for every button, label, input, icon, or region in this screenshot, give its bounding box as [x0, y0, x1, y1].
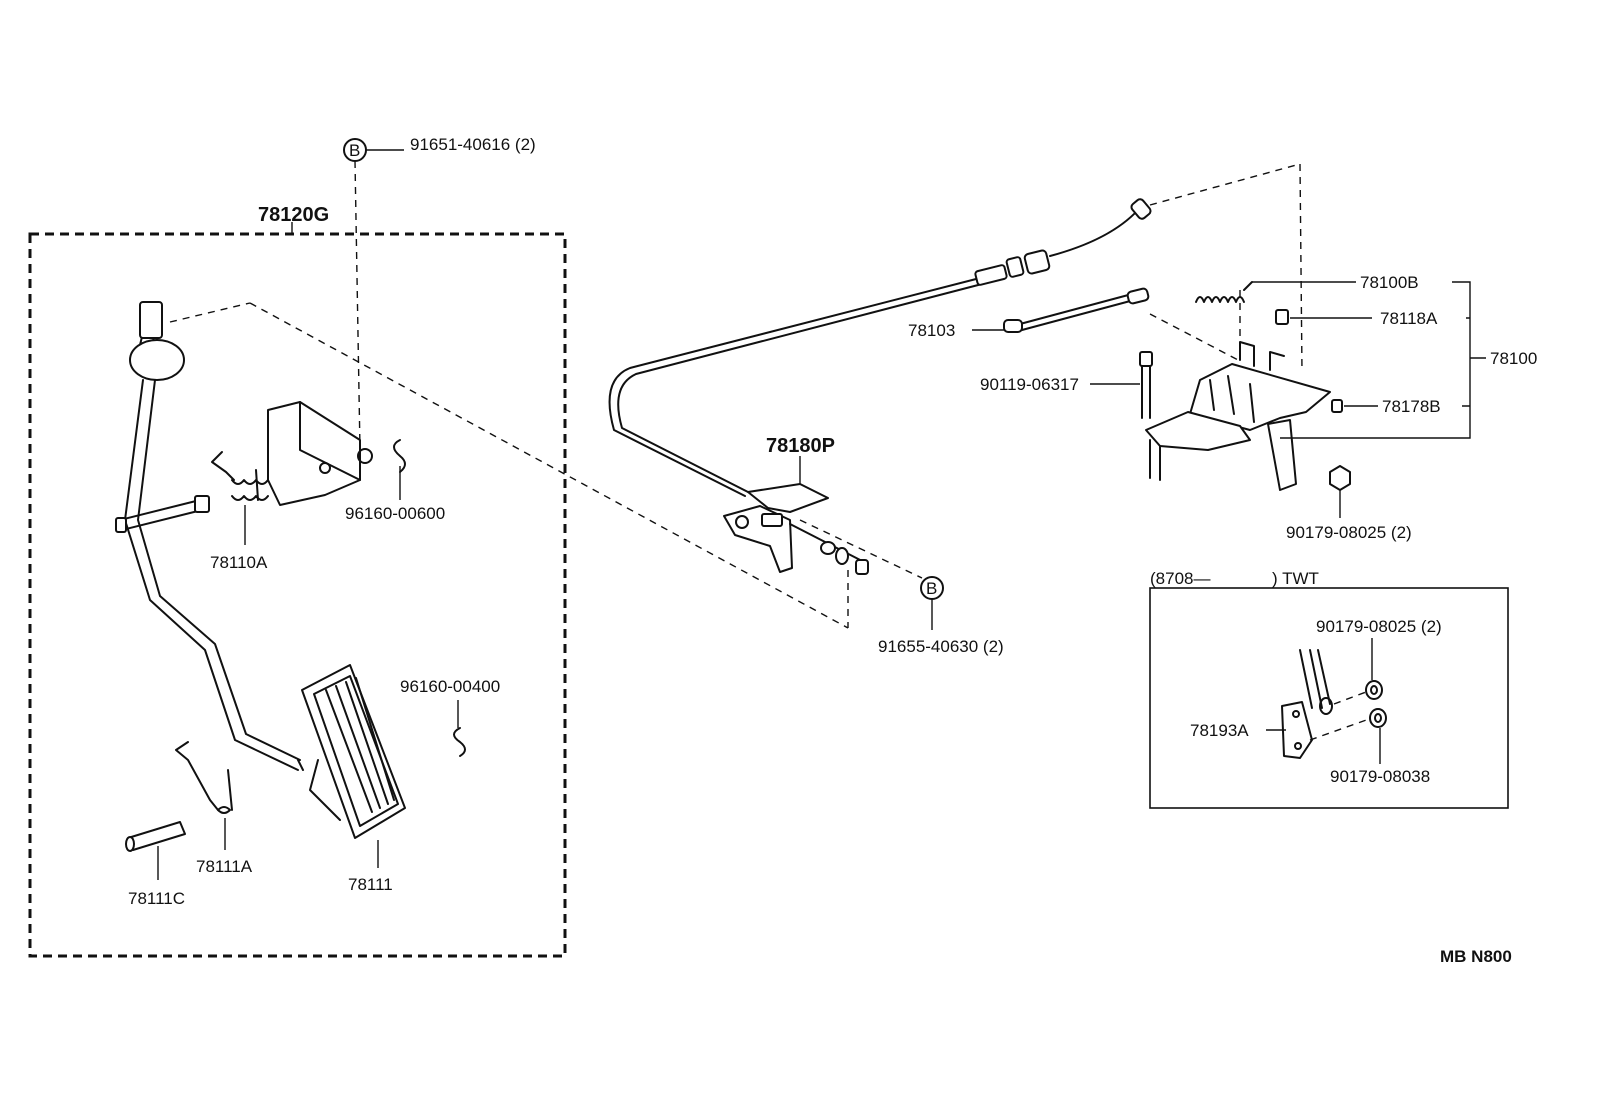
pivot-shaft	[115, 495, 210, 533]
spring-78100B	[1195, 281, 1253, 303]
label-78100: 78100	[1490, 349, 1537, 368]
cable-end-dashline	[1149, 163, 1301, 206]
label-78120G: 78120G	[258, 204, 329, 226]
mid-bolt-dashline	[799, 519, 923, 579]
ref-b-mid-letter: B	[926, 579, 937, 598]
pedal-arm-dashline	[169, 302, 251, 323]
inset-title-left: (8708—	[1150, 569, 1210, 588]
inset-dash-1	[1333, 691, 1367, 705]
inset-dash-2	[1309, 717, 1373, 741]
spring-78111A	[175, 741, 233, 814]
ref-b-top-letter: B	[349, 141, 360, 160]
link-bracket	[1145, 341, 1331, 491]
stopper-78118A	[1275, 309, 1289, 325]
label-inset-90179-08025: 90179-08025 (2)	[1316, 617, 1442, 636]
label-91651-40616: 91651-40616 (2)	[410, 135, 536, 154]
label-78111C: 78111C	[128, 889, 185, 908]
inset-brake-arm	[1299, 649, 1333, 715]
inset-title-right: ) TWT	[1272, 569, 1319, 588]
label-78110A: 78110A	[210, 553, 268, 572]
cushion-78178B	[1331, 399, 1343, 413]
pedal-arm	[124, 301, 304, 771]
accelerator-cable	[608, 198, 1152, 497]
rod-dashline	[1149, 313, 1243, 363]
label-78103: 78103	[908, 321, 955, 340]
label-78118A: 78118A	[1380, 309, 1438, 328]
cable-end-dashline-2	[1299, 163, 1303, 373]
inset-nut-top	[1365, 680, 1383, 700]
label-90179-08025: 90179-08025 (2)	[1286, 523, 1412, 542]
label-96160-00400: 96160-00400	[400, 677, 500, 696]
ref-b-top-dashline	[354, 160, 361, 451]
spring-78110A	[211, 451, 269, 501]
label-78180P: 78180P	[766, 435, 835, 457]
bracket-78180P	[723, 483, 829, 573]
clip-96160-00600	[393, 439, 406, 473]
label-78178B: 78178B	[1382, 397, 1441, 416]
label-78111: 78111	[348, 875, 393, 894]
label-78100B: 78100B	[1360, 273, 1419, 292]
label-96160-00600: 96160-00600	[345, 504, 445, 523]
pedal-to-bolt-dashline	[249, 302, 849, 629]
bolt-90119-06317	[1139, 351, 1153, 419]
label-78111A: 78111A	[196, 857, 253, 876]
rod-78103	[1003, 287, 1150, 333]
pin-78111C	[125, 821, 186, 852]
bracket-bolts	[789, 523, 869, 575]
pedal-pad	[301, 664, 406, 839]
nut-90179-08025	[1329, 465, 1351, 491]
footer-code: MB N800	[1440, 947, 1512, 966]
pedal-bracket	[267, 401, 373, 506]
label-90179-08038: 90179-08038	[1330, 767, 1430, 786]
inset-bracket-78193A	[1281, 701, 1313, 759]
clip-96160-00400	[453, 727, 466, 757]
label-78193A: 78193A	[1190, 721, 1249, 740]
inset-box	[1149, 587, 1509, 809]
assy-link-bracket-line	[1280, 281, 1486, 439]
pedal-assembly-boundary	[28, 232, 567, 958]
inset-nut-bottom	[1369, 708, 1387, 728]
label-90119-06317: 90119-06317	[980, 375, 1079, 394]
label-91655-40630: 91655-40630 (2)	[878, 637, 1004, 656]
